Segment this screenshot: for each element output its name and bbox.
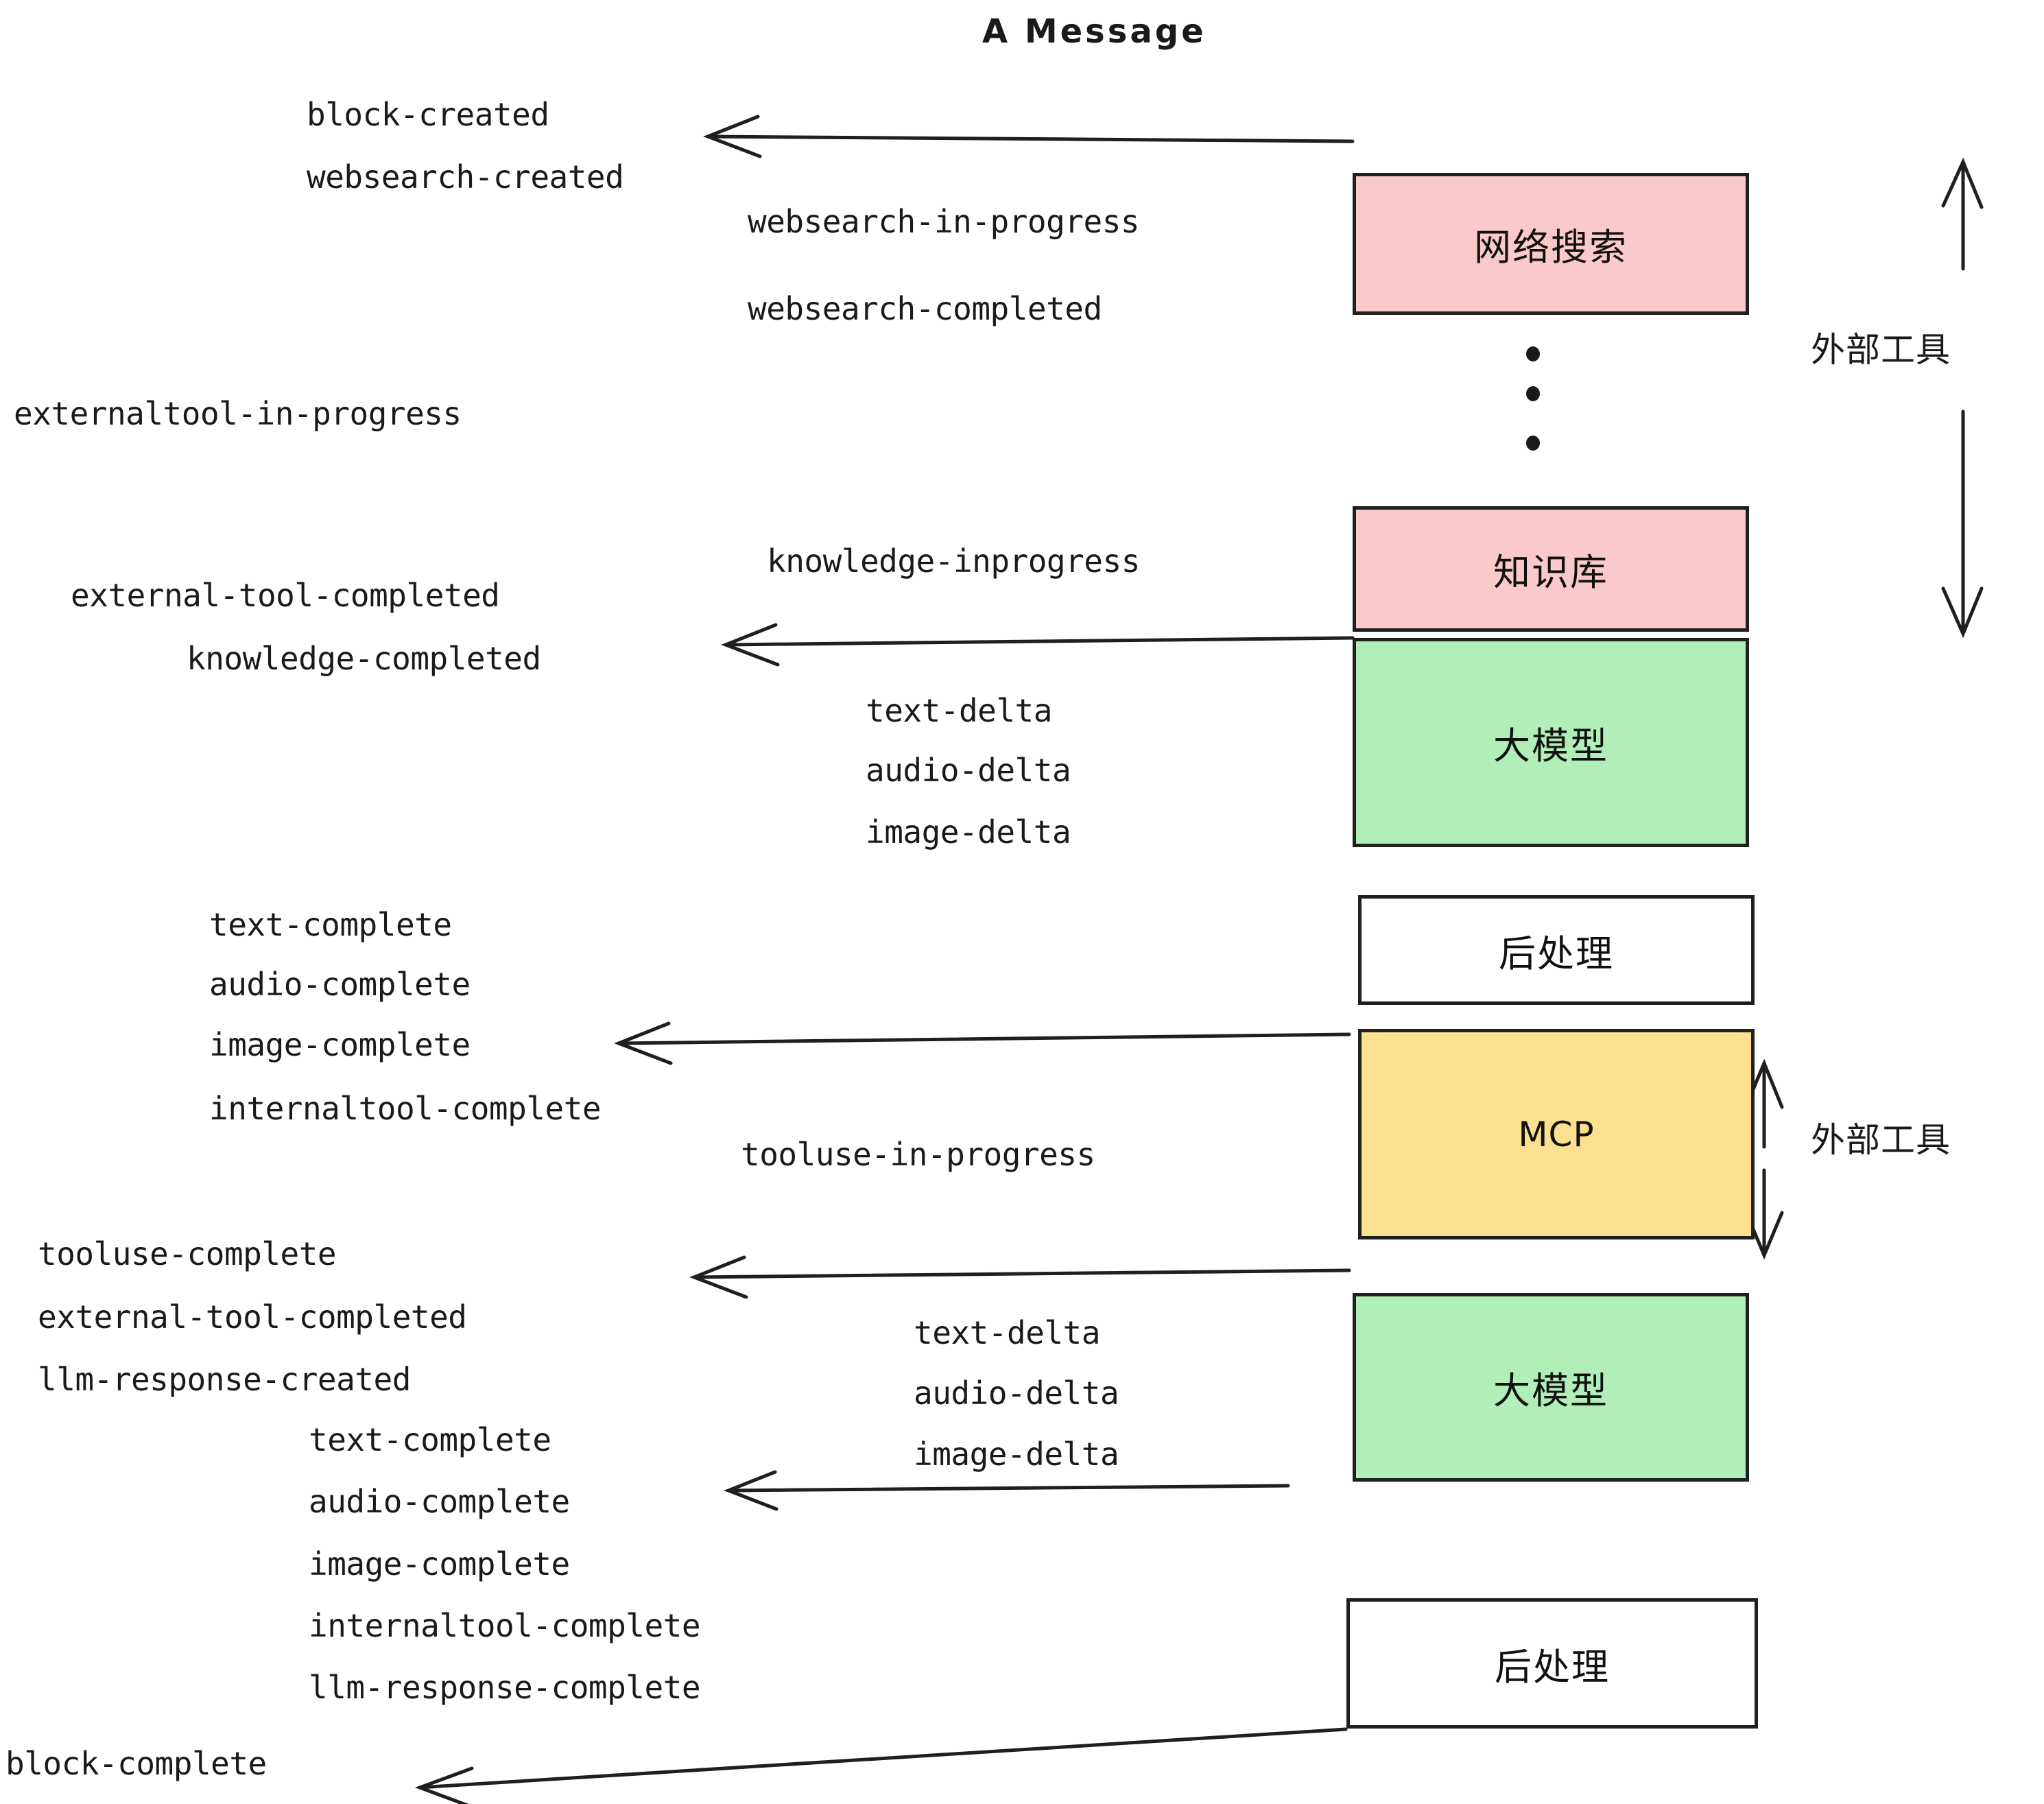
- box-knowledgebase[interactable]: 知识库: [1353, 506, 1749, 632]
- event-image-delta-2: image-delta: [914, 1436, 1119, 1473]
- box-websearch-label: 网络搜索: [1474, 226, 1628, 269]
- box-llm-1-label: 大模型: [1493, 724, 1608, 768]
- event-websearch-in-progress: websearch-in-progress: [748, 203, 1140, 240]
- side-label-external-tool-bottom: 外部工具: [1811, 1120, 1951, 1160]
- event-audio-complete-2: audio-complete: [309, 1483, 570, 1520]
- box-postprocess-1-label: 后处理: [1499, 931, 1614, 975]
- event-text-complete-1: text-complete: [209, 906, 452, 943]
- arrow-knowledge-completed: [721, 623, 1355, 667]
- event-llm-response-complete: llm-response-complete: [309, 1669, 701, 1706]
- box-postprocess-2[interactable]: 后处理: [1346, 1598, 1758, 1729]
- arrow-image-complete: [614, 1021, 1351, 1065]
- event-text-complete-2: text-complete: [309, 1421, 551, 1458]
- box-mcp[interactable]: MCP: [1358, 1029, 1755, 1239]
- event-knowledge-completed: knowledge-completed: [187, 640, 541, 677]
- external-tool-arrow-up-top: [1941, 157, 1984, 271]
- event-websearch-created: websearch-created: [307, 158, 624, 195]
- event-external-tool-completed-1: external-tool-completed: [71, 577, 500, 614]
- arrow-block-complete: [414, 1727, 1348, 1804]
- event-block-created: block-created: [307, 96, 549, 133]
- box-knowledgebase-label: 知识库: [1493, 551, 1608, 594]
- box-postprocess-2-label: 后处理: [1495, 1645, 1610, 1689]
- event-internaltool-complete-1: internaltool-complete: [209, 1090, 602, 1127]
- event-llm-response-created: llm-response-created: [38, 1361, 411, 1398]
- arrow-audio-complete: [724, 1470, 1290, 1511]
- box-postprocess-1[interactable]: 后处理: [1358, 895, 1755, 1005]
- ellipsis-dot-1: [1526, 346, 1540, 361]
- event-externaltool-in-progress: externaltool-in-progress: [14, 395, 462, 432]
- event-websearch-completed: websearch-completed: [748, 290, 1102, 327]
- event-image-complete-2: image-complete: [309, 1545, 570, 1582]
- event-image-complete-1: image-complete: [209, 1026, 471, 1063]
- box-llm-1[interactable]: 大模型: [1353, 638, 1749, 847]
- ellipsis-dot-3: [1526, 436, 1540, 451]
- side-label-external-tool-top: 外部工具: [1811, 330, 1951, 370]
- external-tool-arrow-down-top: [1941, 410, 1984, 639]
- event-internaltool-complete-2: internaltool-complete: [309, 1607, 701, 1644]
- arrow-tooluse-complete: [689, 1255, 1351, 1299]
- box-llm-2[interactable]: 大模型: [1353, 1293, 1749, 1482]
- event-text-delta-1: text-delta: [866, 692, 1052, 729]
- event-audio-complete-1: audio-complete: [209, 966, 471, 1003]
- event-audio-delta-2: audio-delta: [914, 1375, 1119, 1412]
- arrow-block-created: [703, 115, 1355, 158]
- event-tooluse-complete: tooluse-complete: [38, 1235, 337, 1272]
- event-external-tool-completed-2: external-tool-completed: [38, 1298, 467, 1336]
- event-image-delta-1: image-delta: [866, 814, 1071, 851]
- page-title: A Message: [982, 12, 1207, 51]
- event-tooluse-in-progress: tooluse-in-progress: [741, 1136, 1095, 1173]
- box-llm-2-label: 大模型: [1493, 1369, 1608, 1412]
- box-websearch[interactable]: 网络搜索: [1353, 173, 1749, 315]
- event-text-delta-2: text-delta: [914, 1314, 1100, 1351]
- event-knowledge-inprogress: knowledge-inprogress: [767, 543, 1140, 580]
- box-mcp-label: MCP: [1518, 1114, 1595, 1154]
- event-audio-delta-1: audio-delta: [866, 752, 1071, 789]
- ellipsis-dot-2: [1526, 386, 1540, 401]
- event-block-complete: block-complete: [5, 1745, 267, 1782]
